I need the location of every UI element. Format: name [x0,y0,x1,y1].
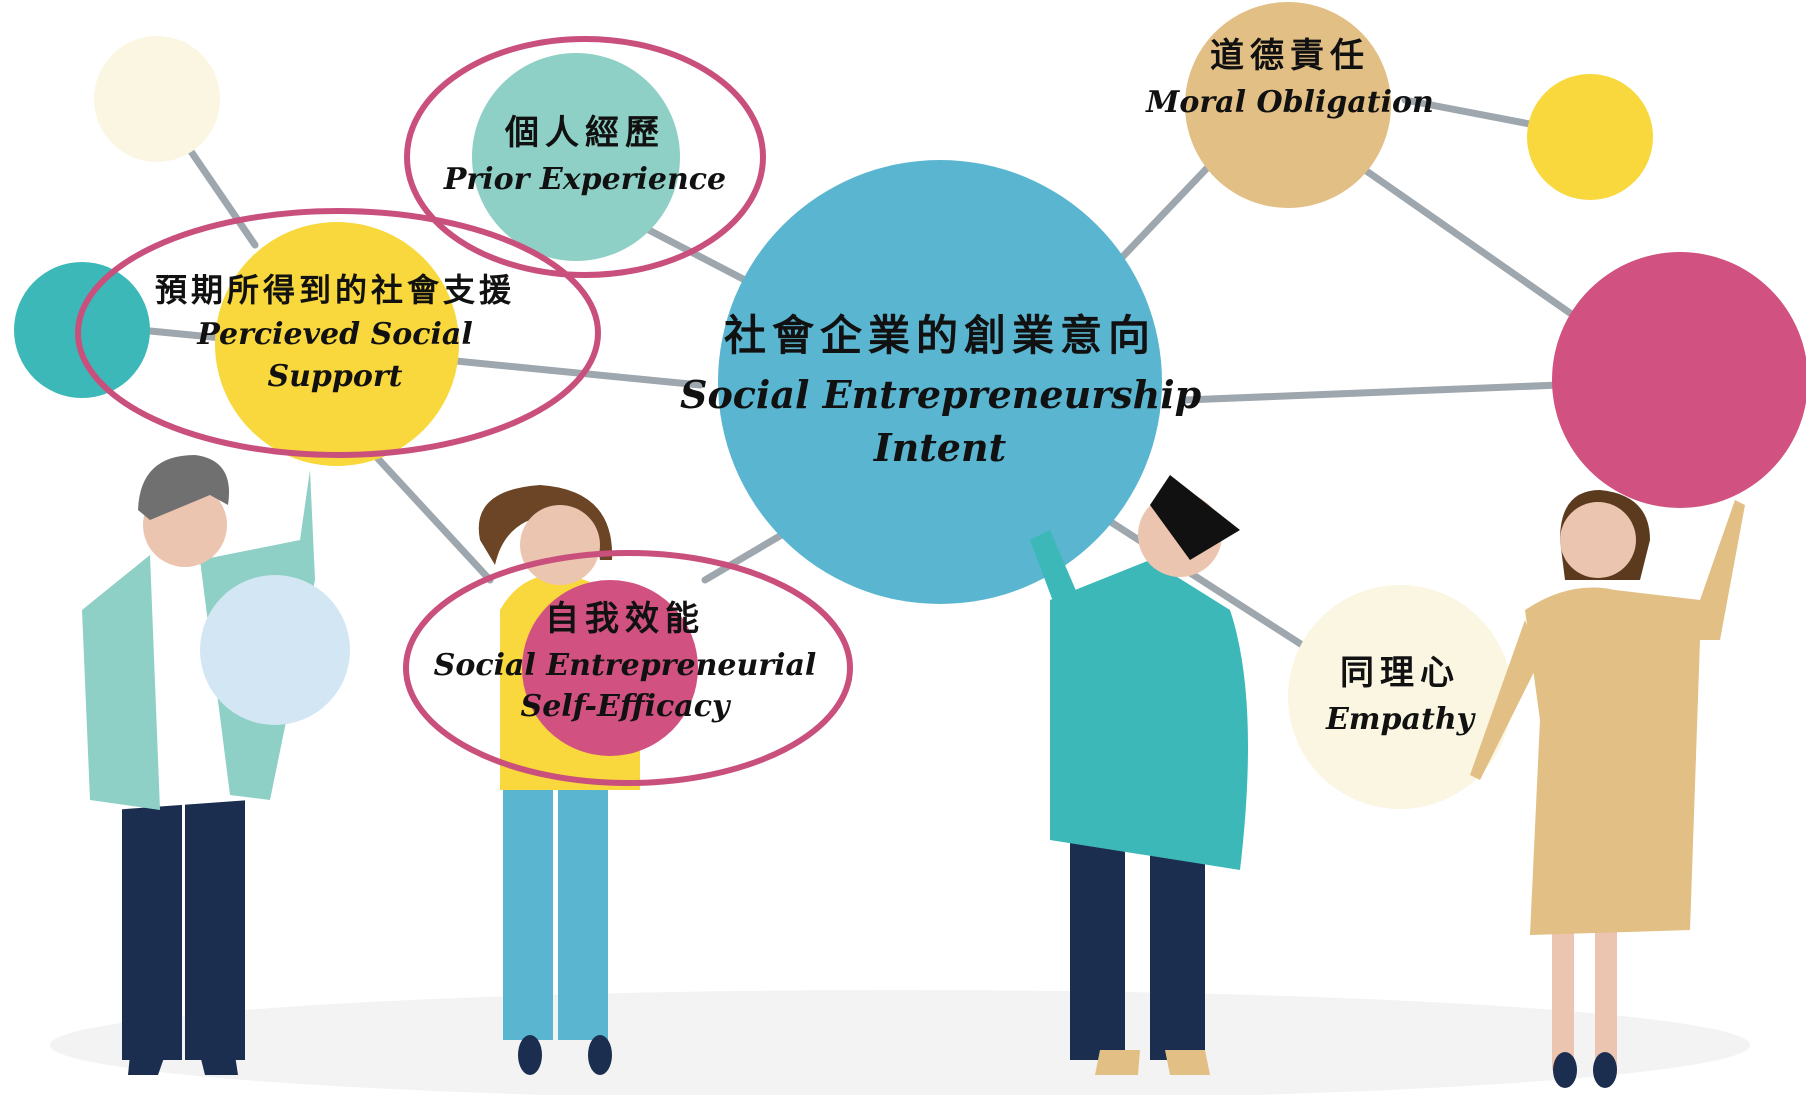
prior-experience-circle [472,53,680,261]
ground-shadow [50,990,1750,1095]
teal-circle-left [14,262,150,398]
social-support-en-line2: Support [267,358,403,394]
self-efficacy-circle [522,580,698,756]
self-efficacy-zh: 自我效能 [545,599,705,639]
magenta-circle-right [1552,252,1806,508]
person-tan-dress [1470,490,1745,1088]
moral-obligation-en: Moral Obligation [1146,84,1434,120]
social-support-zh: 預期所得到的社會支援 [154,271,515,309]
highlight-rings [75,36,853,786]
center-intent-en-line1: Social Entrepreneurship [680,371,1202,417]
person-left-man [82,455,315,1075]
self-efficacy-en-line2: Self-Efficacy [520,689,730,724]
yellow-circle-right [1527,74,1653,200]
social-support-circle [215,222,459,466]
cream-circle-top-left [94,36,220,162]
center-intent-en-line2: Intent [873,425,1007,470]
moral-obligation-circle [1185,2,1391,208]
empathy-circle [1288,585,1512,809]
prior-experience-en: Prior Experience [443,161,727,197]
prior-experience-label: 個人經歷 Prior Experience [420,112,750,198]
center-intent-label: 社會企業的創業意向 Social Entrepreneurship Intent [680,310,1202,472]
empathy-en: Empathy [1325,701,1475,737]
moral-obligation-zh: 道德責任 [1210,36,1370,76]
person-teal-coat [1030,475,1248,1075]
self-efficacy-label: 自我效能 Social Entrepreneurial Self-Efficac… [420,598,830,726]
social-support-ring [75,208,601,458]
light-blue-circle [200,575,350,725]
social-support-en-line1: Percieved Social [197,317,473,352]
prior-experience-ring [404,36,766,278]
prior-experience-zh: 個人經歷 [505,113,665,153]
moral-obligation-label: 道德責任 Moral Obligation [1125,35,1455,121]
center-intent-zh: 社會企業的創業意向 [723,311,1156,360]
self-efficacy-en-line1: Social Entrepreneurial [433,647,817,683]
empathy-zh: 同理心 [1340,653,1460,693]
center-intent-circle [718,160,1162,604]
self-efficacy-ring [403,550,853,786]
empathy-label: 同理心 Empathy [1290,652,1510,738]
social-support-label: 預期所得到的社會支援 Percieved Social Support [100,270,570,395]
